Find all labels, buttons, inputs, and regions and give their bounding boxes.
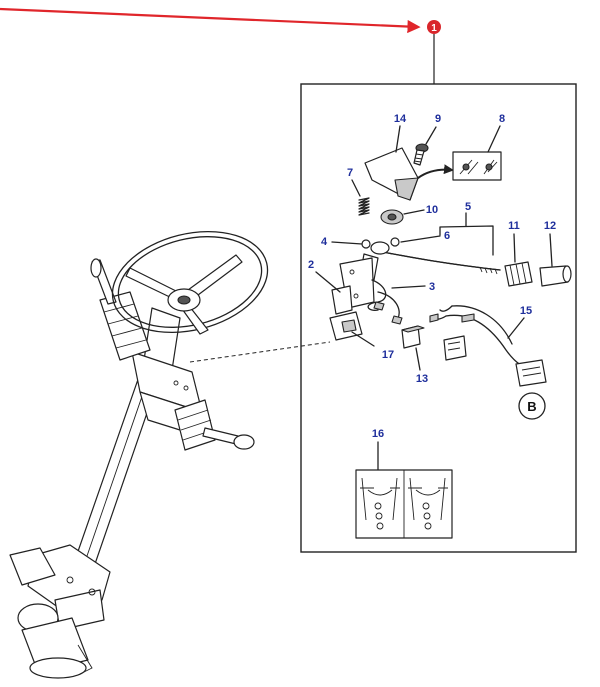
part-2-bracket — [315, 257, 375, 315]
part-9-screw — [413, 126, 437, 166]
label-13: 13 — [416, 373, 428, 385]
label-7: 7 — [347, 167, 353, 179]
pointer-arrow — [0, 7, 421, 34]
steering-column-assembly — [9, 231, 269, 679]
label-3: 3 — [429, 281, 435, 293]
label-8: 8 — [499, 113, 505, 125]
part-3-wiring — [367, 279, 426, 325]
part-4-washer — [331, 239, 371, 249]
part-12-knob — [539, 233, 572, 287]
label-11: 11 — [508, 220, 520, 232]
arrow-to-detail-8 — [417, 164, 454, 179]
label-9: 9 — [435, 113, 441, 125]
detail-frame — [300, 83, 577, 553]
label-12: 12 — [544, 220, 556, 232]
detail-b-callout: B — [518, 392, 546, 420]
callout-badge: 1 — [427, 20, 441, 34]
label-4: 4 — [321, 236, 328, 248]
part-11-sleeve — [504, 233, 533, 287]
label-6: 6 — [444, 230, 450, 242]
part-6-ring — [390, 235, 441, 247]
part-labels: 14 9 8 7 10 5 6 11 12 4 2 3 15 17 13 16 — [308, 113, 556, 440]
label-15: 15 — [520, 305, 532, 317]
callout-badge-label: 1 — [431, 23, 437, 34]
label-17: 17 — [382, 349, 394, 361]
label-5: 5 — [465, 201, 471, 213]
part-13-connector — [401, 325, 425, 371]
part-8-plate — [452, 125, 502, 181]
label-14: 14 — [394, 113, 407, 125]
part-17-clip — [329, 311, 375, 347]
part-16-decals — [355, 441, 453, 539]
label-16: 16 — [372, 428, 384, 440]
label-10: 10 — [426, 204, 438, 216]
detail-b-letter: B — [527, 399, 536, 414]
part-7-spring — [351, 179, 370, 216]
part-10-grommet — [380, 209, 425, 225]
part-15-harness — [429, 305, 547, 387]
label-2: 2 — [308, 259, 314, 271]
dashed-leader-17 — [189, 341, 331, 363]
part-14-cover — [364, 125, 419, 201]
